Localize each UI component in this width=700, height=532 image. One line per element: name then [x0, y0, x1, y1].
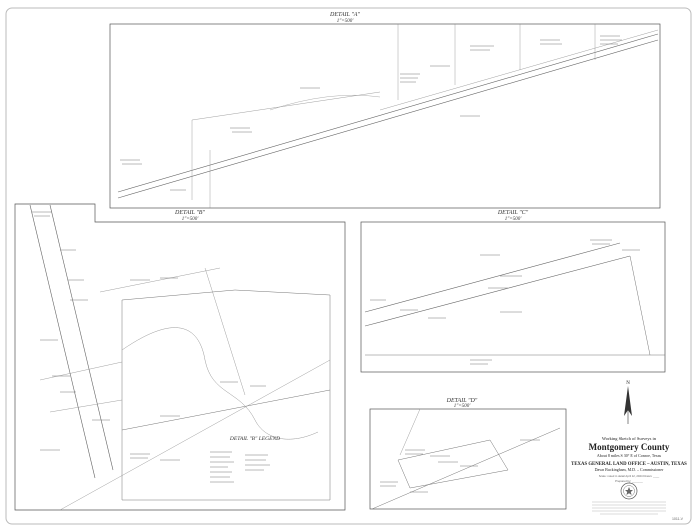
- detail-c-annotations: [370, 239, 640, 365]
- detail-b-legend-title: DETAIL "B" LEGEND: [229, 436, 280, 442]
- title-block: Working Sketch of Surveys in Montgomery …: [571, 436, 687, 515]
- north-arrow-label: N: [626, 381, 630, 386]
- detail-d-frame: [369, 408, 567, 510]
- detail-b-strip-line: [29, 204, 96, 479]
- detail-c-scale: 1"=500': [505, 217, 522, 222]
- detail-c-corridor-line: [364, 242, 621, 313]
- detail-b-scale: 1"=500': [182, 217, 199, 222]
- detail-c: DETAIL "C" 1"=500': [360, 210, 666, 373]
- detail-a-road-line: [379, 29, 659, 111]
- detail-d-scale: 1"=500': [454, 404, 471, 409]
- title-line-1: Working Sketch of Surveys in: [602, 436, 657, 441]
- title-county: Montgomery County: [589, 442, 670, 452]
- title-prepared: Prepared by: _______: [615, 479, 643, 483]
- detail-b-title: DETAIL "B": [174, 210, 205, 216]
- detail-b-strip-line: [49, 204, 114, 471]
- detail-a-survey-line: [191, 91, 381, 121]
- glo-seal: [620, 482, 638, 500]
- title-office: TEXAS GENERAL LAND OFFICE – AUSTIN, TEXA…: [571, 462, 687, 467]
- detail-b-road-line: [59, 359, 331, 511]
- detail-a: DETAIL "A" 1"=500': [109, 12, 661, 209]
- title-scale-date: Scale: noted in detail April 12, 2024 Dr…: [599, 474, 660, 478]
- detail-c-corridor-line: [364, 255, 631, 327]
- title-location: About 8 miles S 30° E of Conroe, Texas: [597, 453, 662, 459]
- detail-c-survey-line: [629, 255, 651, 356]
- title-commissioner: Dawn Buckingham, M.D. – Commissioner: [595, 467, 664, 473]
- detail-b-legend-entries: [210, 451, 270, 483]
- detail-b-survey-line: [49, 399, 123, 413]
- detail-a-frame: [109, 23, 661, 209]
- detail-d-annotations: [380, 439, 540, 493]
- sheet-border: [5, 7, 692, 525]
- detail-b-survey-line: [39, 361, 123, 381]
- detail-d-tract: [397, 439, 509, 489]
- detail-b-frame: [14, 203, 346, 511]
- detail-d-survey-line: [399, 408, 421, 456]
- detail-d-title: DETAIL "D": [446, 398, 478, 404]
- detail-b: DETAIL "B" 1"=500' DETAIL "B" LEGEND: [14, 203, 346, 511]
- detail-a-title: DETAIL "A": [329, 12, 360, 18]
- detail-a-corridor-line: [117, 39, 659, 199]
- title-notes: [592, 501, 666, 515]
- detail-b-survey-line: [99, 267, 221, 293]
- detail-b-creek: [121, 327, 319, 440]
- detail-c-title: DETAIL "C": [497, 210, 529, 216]
- detail-c-frame: [360, 221, 666, 373]
- detail-b-road-line: [121, 389, 331, 431]
- detail-b-tract: [121, 289, 331, 501]
- detail-a-scale: 1"=500': [337, 19, 354, 24]
- north-arrow: N: [624, 381, 632, 424]
- detail-a-annotations: [120, 35, 622, 191]
- detail-a-creek: [269, 94, 381, 111]
- detail-d: DETAIL "D" 1"=500': [369, 398, 567, 510]
- north-arrow-icon: [624, 386, 632, 416]
- detail-d-road-line: [371, 427, 561, 510]
- sheet-number: 1011-V: [672, 517, 684, 521]
- detail-b-survey-line: [204, 267, 246, 396]
- detail-a-corridor-line: [117, 33, 659, 193]
- detail-b-annotations: [32, 211, 266, 461]
